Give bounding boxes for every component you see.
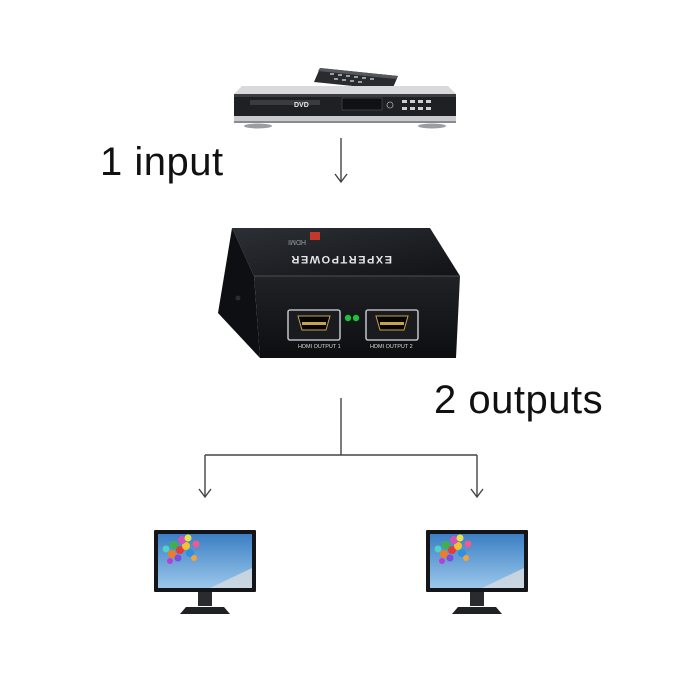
splitter-brand: EXPERTPOWER: [290, 253, 392, 265]
dvd-badge: DVD: [294, 102, 309, 109]
hdmi-output-2-label: HDMI OUTPUT 2: [370, 344, 413, 350]
monitor-right: [424, 528, 534, 623]
dvd-player: DVD: [230, 60, 470, 140]
hdmi-splitter: HDMI EXPERTPOWER HDMI OUTPUT 1 HDMI OUTP…: [210, 218, 470, 378]
status-led-1: [345, 315, 351, 321]
monitor-left: [152, 528, 262, 623]
splitter-top-mark: HDMI: [288, 238, 306, 245]
input-count-label: 1 input: [100, 140, 224, 185]
output-count-label: 2 outputs: [434, 378, 603, 423]
hdmi-output-port-2[interactable]: [366, 310, 418, 340]
hdmi-output-port-1[interactable]: [288, 310, 340, 340]
status-led-2: [353, 315, 359, 321]
hdmi-output-1-label: HDMI OUTPUT 1: [298, 344, 341, 350]
